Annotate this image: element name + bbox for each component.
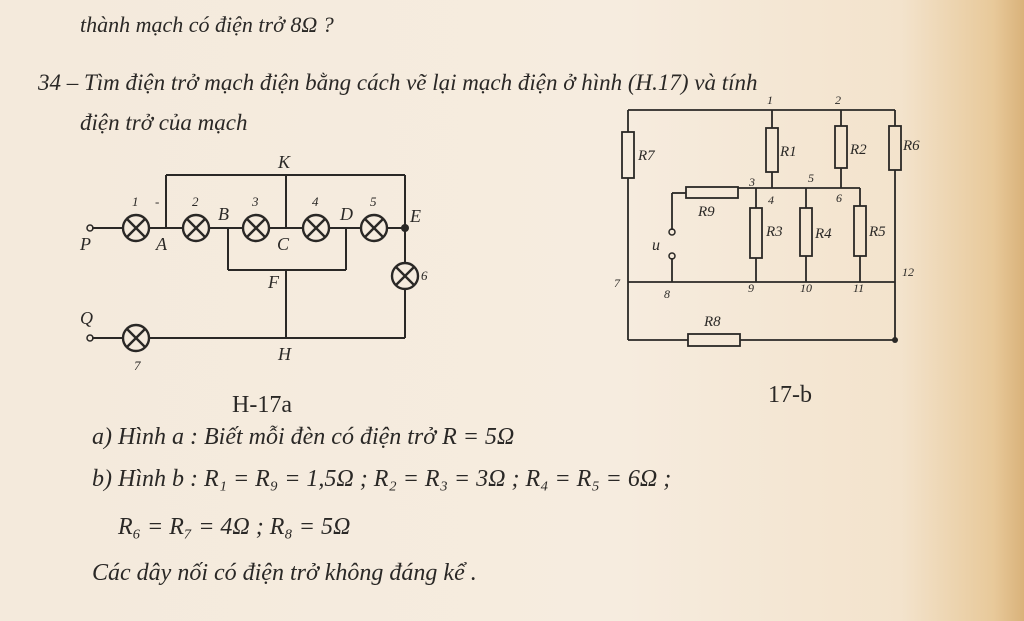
node-4: 4 (768, 193, 774, 207)
lamp-3 (241, 213, 271, 243)
label-c: C (277, 234, 290, 254)
resistor-r4 (799, 207, 813, 257)
node-6: 6 (836, 191, 842, 205)
given-part-b-line2: R₆ = R₇ = 4Ω ; R₈ = 5Ω (118, 514, 351, 540)
resistor-r2 (834, 125, 848, 169)
previous-problem-tail: thành mạch có điện trở 8Ω ? (80, 12, 334, 37)
source-terminal-top (668, 228, 676, 236)
node-5: 5 (808, 171, 814, 185)
lamp-number-1: 1 (132, 194, 139, 209)
lamp-number-7: 7 (134, 358, 141, 373)
lamp-number-4: 4 (312, 194, 319, 209)
note-wires: Các dây nối có điện trở không đáng kể . (92, 560, 477, 586)
node-1: 1 (767, 93, 773, 107)
label-k: K (277, 152, 291, 172)
lamp-2 (181, 213, 211, 243)
resistor-r1 (765, 127, 779, 173)
node-3: 3 (748, 175, 755, 189)
label-h: H (277, 344, 292, 364)
label-r9: R9 (697, 204, 715, 220)
label-source-u: u (652, 237, 660, 254)
minus-mark: - (155, 194, 159, 209)
label-e: E (409, 206, 421, 226)
resistor-r3 (749, 207, 763, 259)
lamp-6 (390, 261, 420, 291)
resistor-r7 (621, 131, 635, 179)
source-terminal-bottom (668, 252, 676, 260)
node-dot-corner (892, 337, 898, 343)
lamp-number-2: 2 (192, 194, 199, 209)
resistor-r8 (687, 333, 741, 347)
terminal-p (86, 224, 94, 232)
lamp-4 (301, 213, 331, 243)
lamp-7 (121, 323, 151, 353)
given-part-a: a) Hình a : Biết mỗi đèn có điện trở R =… (92, 424, 515, 450)
figure-b-circuit (621, 109, 902, 347)
caption-figure-a: H-17a (232, 392, 292, 418)
label-r3: R3 (765, 224, 783, 240)
node-12: 12 (902, 265, 914, 279)
label-r2: R2 (849, 142, 867, 158)
label-a: A (155, 234, 168, 254)
label-q: Q (80, 308, 93, 328)
lamp-1 (121, 213, 151, 243)
lamp-number-3: 3 (251, 194, 259, 209)
node-8: 8 (664, 287, 670, 301)
lamp-5 (359, 213, 389, 243)
resistor-r5 (853, 205, 867, 257)
label-r1: R1 (779, 144, 797, 160)
resistor-r9 (685, 186, 739, 199)
problem-statement-continued: điện trở của mạch (80, 110, 248, 135)
node-9: 9 (748, 281, 754, 295)
resistor-r6 (888, 125, 902, 171)
figure-a-circuit (92, 174, 407, 339)
lamp-number-5: 5 (370, 194, 377, 209)
terminal-q (86, 334, 94, 342)
label-d: D (339, 204, 353, 224)
label-r8: R8 (703, 314, 721, 330)
node-10: 10 (800, 281, 812, 295)
node-7: 7 (614, 276, 621, 290)
caption-figure-b: 17-b (768, 382, 812, 408)
label-b: B (218, 204, 229, 224)
given-part-b-line1: b) Hình b : R₁ = R₉ = 1,5Ω ; R₂ = R₃ = 3… (92, 466, 672, 492)
node-e-dot (401, 224, 409, 232)
label-r6: R6 (902, 138, 920, 154)
problem-statement: 34 – Tìm điện trở mạch điện bằng cách vẽ… (38, 70, 758, 95)
label-r4: R4 (814, 226, 832, 242)
label-r5: R5 (868, 224, 886, 240)
lamp-number-6: 6 (421, 268, 428, 283)
label-f: F (267, 272, 280, 292)
label-p: P (79, 234, 91, 254)
node-2: 2 (835, 93, 841, 107)
label-r7: R7 (637, 148, 656, 164)
node-11: 11 (853, 281, 864, 295)
